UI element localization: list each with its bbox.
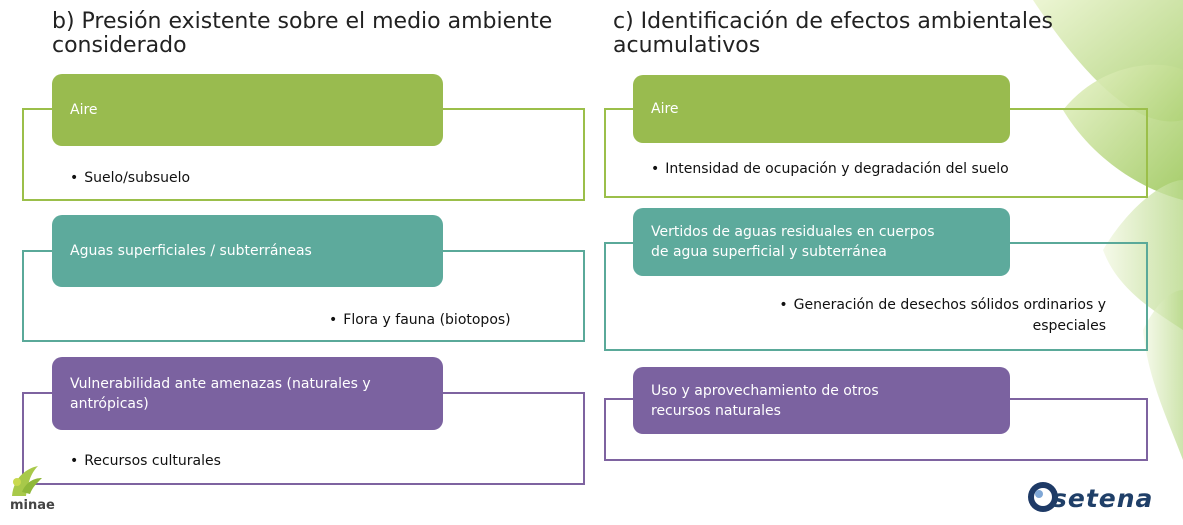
right-group-1-bullet-text: Intensidad de ocupación y degradación de… <box>665 161 1009 177</box>
right-group-2-bullet-line2: especiales <box>1032 318 1106 334</box>
right-title-line2: acumulativos <box>613 33 761 58</box>
bullet-icon: • <box>70 170 79 186</box>
left-group-3-header-line1: Vulnerabilidad ante amenazas (naturales … <box>70 375 371 392</box>
right-group-1-header: Aire <box>633 75 1010 143</box>
left-group-2-header: Aguas superficiales / subterráneas <box>52 215 443 287</box>
left-title-line1: b) Presión existente sobre el medio ambi… <box>52 9 553 34</box>
bullet-icon: • <box>779 297 788 313</box>
left-title: b) Presión existente sobre el medio ambi… <box>52 10 572 58</box>
left-group-3-bullet: • Recursos culturales <box>70 451 221 472</box>
right-group-3-header: Uso y aprovechamiento de otros recursos … <box>633 367 1010 434</box>
right-group-2-bullet: • Generación de desechos sólidos ordinari… <box>700 295 1106 337</box>
setena-logo-text: setena <box>1052 484 1154 513</box>
left-group-2-bullet-text: Flora y fauna (biotopos) <box>343 312 511 328</box>
right-group-2-bullet-line1: Generación de desechos sólidos ordinario… <box>793 297 1106 313</box>
left-group-1-bullet-text: Suelo/subsuelo <box>84 170 191 186</box>
right-group-3-header-line1: Uso y aprovechamiento de otros <box>651 382 879 399</box>
right-group-3-header-line2: recursos naturales <box>651 402 781 419</box>
right-group-2-header-line2: de agua superficial y subterránea <box>651 244 887 260</box>
left-group-3-bullet-text: Recursos culturales <box>84 453 221 469</box>
left-group-3-header: Vulnerabilidad ante amenazas (naturales … <box>52 357 443 430</box>
left-group-1-bullet: • Suelo/subsuelo <box>70 168 190 189</box>
left-group-3-header-line2: antrópicas) <box>70 395 149 412</box>
left-group-2-bullet: • Flora y fauna (biotopos) <box>329 310 511 331</box>
leaf-decoration-icon <box>1033 0 1183 460</box>
bullet-icon: • <box>70 453 79 469</box>
left-group-1-header-text: Aire <box>70 102 98 118</box>
right-group-1-header-text: Aire <box>651 101 679 117</box>
right-group-2-header: Vertidos de aguas residuales en cuerpos … <box>633 208 1010 276</box>
right-title-line1: c) Identificación de efectos ambientales <box>613 9 1054 34</box>
bullet-icon: • <box>651 161 660 177</box>
right-group-1-bullet: • Intensidad de ocupación y degradación d… <box>651 159 1009 180</box>
right-group-2-header-line1: Vertidos de aguas residuales en cuerpos <box>651 224 935 240</box>
minae-logo-icon <box>12 466 42 496</box>
left-group-2-header-text: Aguas superficiales / subterráneas <box>70 243 312 259</box>
bullet-icon: • <box>329 312 338 328</box>
setena-logo-icon <box>1028 482 1058 512</box>
minae-logo-text: minae <box>10 498 55 513</box>
left-group-1-header: Aire <box>52 74 443 146</box>
left-title-line2: considerado <box>52 33 187 58</box>
right-title: c) Identificación de efectos ambientales… <box>613 10 1073 58</box>
